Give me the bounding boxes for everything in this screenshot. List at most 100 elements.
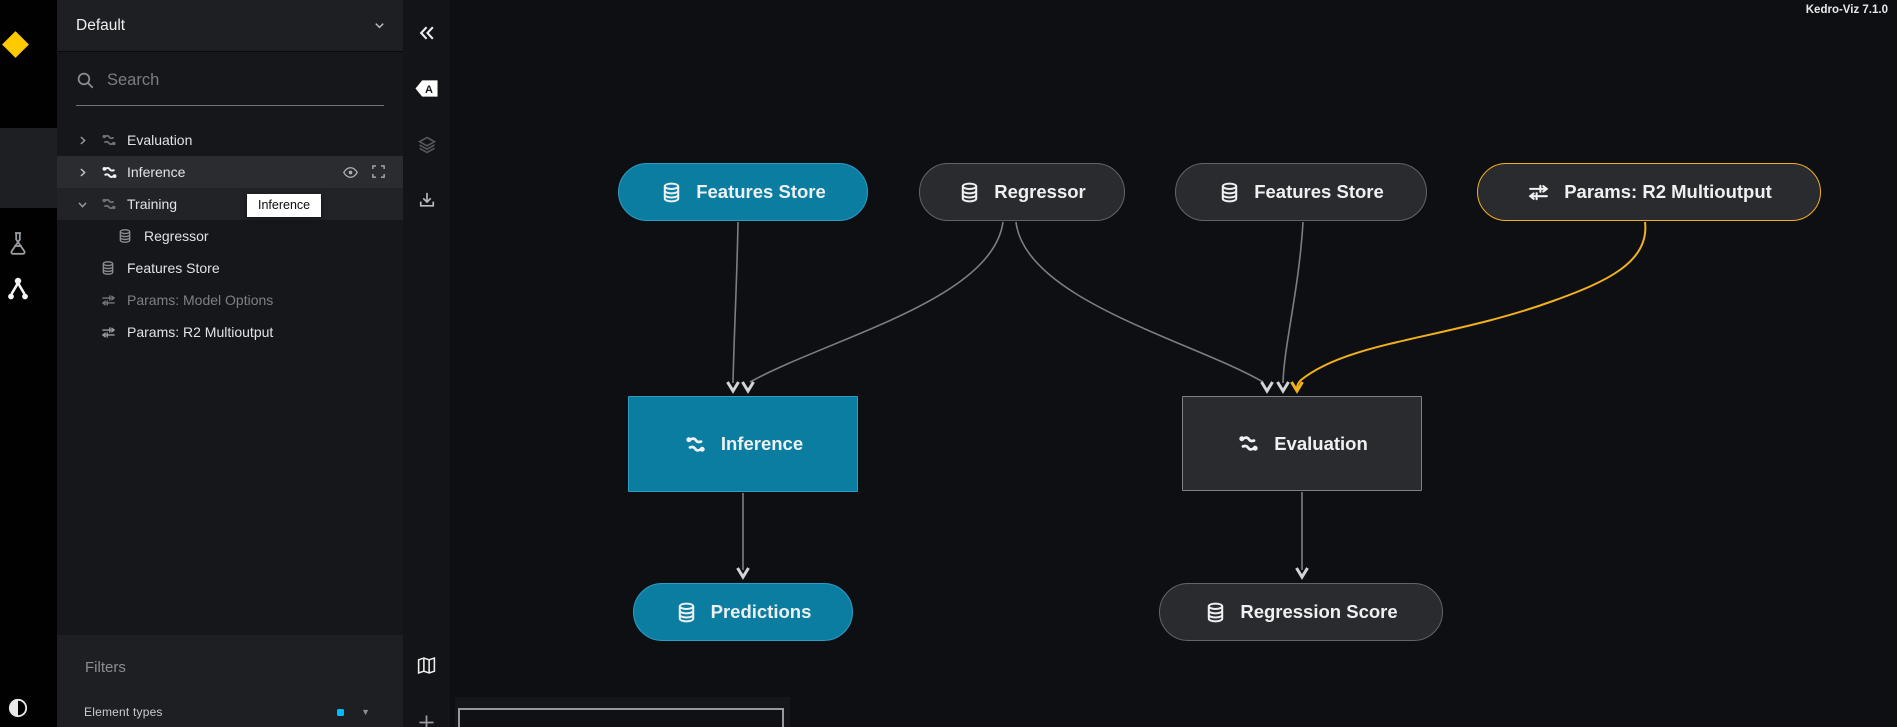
pipeline-icon	[100, 163, 119, 182]
filters-panel: Filters Element types ▼	[57, 635, 403, 727]
kedro-logo[interactable]	[2, 31, 29, 58]
pipeline-selector-value: Default	[76, 16, 126, 34]
sidebar: Default Evaluation Inference	[57, 0, 403, 727]
search-input[interactable]	[105, 70, 365, 91]
layers-icon	[417, 136, 436, 154]
arrowhead	[726, 381, 740, 394]
theme-toggle-icon[interactable]	[8, 698, 28, 718]
edge-regressor-to-inference	[749, 221, 1004, 383]
node-features-store-top[interactable]: Features Store	[618, 163, 868, 221]
visibility-eye-icon[interactable]	[342, 164, 359, 181]
filter-expand-caret-icon[interactable]: ▼	[361, 707, 370, 717]
focus-mode-icon[interactable]	[371, 164, 386, 179]
tree-item-label: Training	[127, 196, 178, 212]
node-evaluation[interactable]: Evaluation	[1182, 396, 1422, 491]
node-label: Features Store	[1254, 181, 1384, 202]
parameters-icon	[100, 323, 119, 342]
arrowhead	[1260, 381, 1274, 394]
tree-item-label: Params: R2 Multioutput	[127, 324, 274, 340]
node-regression-score[interactable]: Regression Score	[1159, 583, 1443, 641]
collapse-sidebar-button[interactable]	[403, 13, 450, 53]
search-icon	[77, 72, 94, 89]
arrowhead	[741, 381, 755, 394]
tree-item-label: Inference	[127, 164, 186, 180]
primary-nav-bar	[0, 0, 57, 727]
database-icon	[660, 181, 683, 204]
tree-item-label: Params: Model Options	[127, 292, 274, 308]
zoom-in-button[interactable]	[403, 702, 450, 727]
tree-item-params-r2-multioutput[interactable]: Params: R2 Multioutput	[57, 316, 403, 348]
chevron-right-icon[interactable]	[76, 165, 90, 179]
node-label: Regression Score	[1240, 601, 1398, 622]
plus-icon	[419, 715, 434, 727]
filters-title: Filters	[85, 659, 126, 676]
export-download-button[interactable]	[403, 180, 450, 220]
edge-regressor-to-evaluation	[1015, 221, 1264, 383]
pipeline-icon	[683, 432, 708, 457]
download-icon	[419, 192, 434, 207]
filter-element-types[interactable]: Element types ▼	[57, 697, 403, 727]
tree-item-params-model-options[interactable]: Params: Model Options	[57, 284, 403, 316]
arrowhead	[736, 567, 750, 580]
arrowhead-yellow	[1290, 381, 1304, 394]
node-label: Features Store	[696, 181, 826, 202]
node-features-store-right[interactable]: Features Store	[1175, 163, 1427, 221]
filter-row-label: Element types	[84, 705, 163, 719]
view-toolbar: A	[403, 0, 450, 727]
database-icon	[1204, 601, 1227, 624]
database-icon	[100, 259, 119, 278]
svg-text:A: A	[425, 83, 433, 95]
tree-item-inference[interactable]: Inference	[57, 156, 403, 188]
toggle-layers-button[interactable]	[403, 125, 450, 165]
minimap-viewport[interactable]	[458, 708, 784, 727]
pipeline-icon	[100, 131, 119, 150]
search-bar	[76, 70, 384, 106]
nav-flowchart-active-tile[interactable]	[0, 128, 57, 300]
pipeline-icon	[1236, 431, 1261, 456]
node-inference[interactable]: Inference	[628, 396, 858, 492]
toggle-minimap-button[interactable]	[403, 645, 450, 685]
tree-item-label: Regressor	[144, 228, 209, 244]
node-label: Predictions	[710, 601, 812, 622]
tree-item-training[interactable]: Training	[57, 188, 403, 220]
node-label: Inference	[720, 433, 804, 454]
map-icon	[417, 656, 436, 674]
database-icon	[117, 227, 136, 246]
tree-item-label: Features Store	[127, 260, 220, 276]
database-icon	[675, 601, 698, 624]
tree-item-label: Evaluation	[127, 132, 193, 148]
edge-params-to-evaluation	[1296, 221, 1647, 389]
tree-item-regressor[interactable]: Regressor	[57, 220, 403, 252]
app-version-label: Kedro-Viz 7.1.0	[1805, 4, 1888, 16]
chevron-right-icon[interactable]	[76, 133, 90, 147]
arrowhead	[1276, 381, 1290, 394]
edges-layer	[726, 221, 1647, 580]
chevron-down-icon[interactable]	[76, 197, 90, 211]
flowchart-canvas[interactable]: Kedro-Viz 7.1.0	[450, 0, 1897, 727]
pipeline-selector[interactable]: Default	[57, 0, 403, 52]
node-label: Params: R2 Multioutput	[1564, 181, 1772, 202]
label-a-icon: A	[415, 79, 438, 97]
hover-tooltip: Inference	[247, 194, 322, 217]
pipeline-icon	[100, 195, 119, 214]
arrowhead	[1295, 567, 1309, 580]
node-params-r2-multioutput[interactable]: Params: R2 Multioutput	[1477, 163, 1821, 221]
node-predictions[interactable]: Predictions	[633, 583, 853, 641]
tree-item-evaluation[interactable]: Evaluation	[57, 124, 403, 156]
node-regressor[interactable]: Regressor	[919, 163, 1125, 221]
flowchart-icon	[8, 277, 28, 300]
chevron-down-icon	[375, 23, 384, 29]
experiment-flask-icon[interactable]	[8, 231, 28, 255]
toggle-labels-button[interactable]: A	[403, 68, 450, 108]
double-chevron-left-icon	[419, 26, 434, 40]
edge-features-store-to-inference	[732, 221, 739, 384]
node-label: Regressor	[994, 181, 1086, 202]
database-icon	[958, 181, 981, 204]
edge-features-store-to-evaluation	[1282, 221, 1304, 384]
database-icon	[1218, 181, 1241, 204]
parameters-icon	[1526, 180, 1551, 205]
node-label: Evaluation	[1274, 432, 1368, 454]
filter-indicator-dot	[337, 708, 345, 716]
tree-item-features-store[interactable]: Features Store	[57, 252, 403, 284]
